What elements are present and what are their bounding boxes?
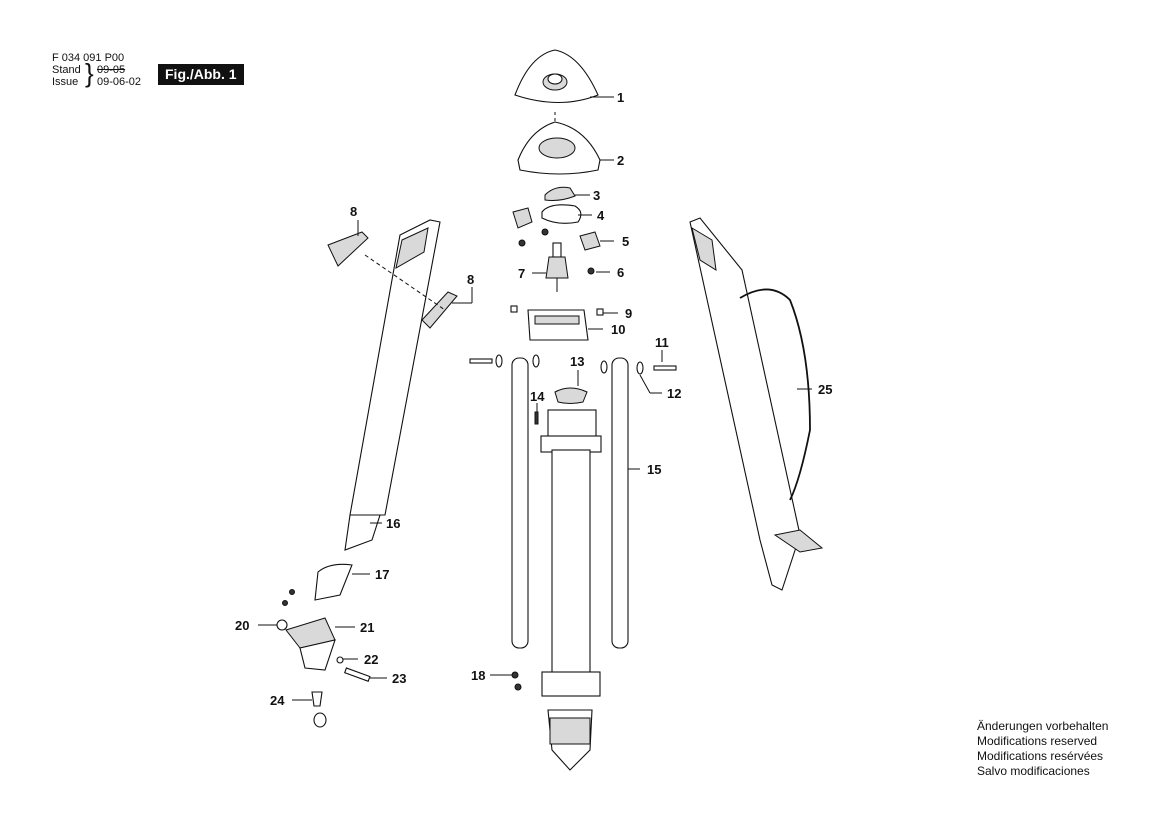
part-17-sleeve <box>314 563 353 601</box>
callout-9: 9 <box>625 306 632 321</box>
callout-numbers: 1 2 3 4 5 6 7 8 8 9 10 11 12 13 14 15 16… <box>235 90 832 708</box>
notice-line-en: Modifications reserved <box>977 734 1098 748</box>
callout-11: 11 <box>655 335 669 350</box>
part-18-screws <box>511 671 522 691</box>
callout-2: 2 <box>617 153 624 168</box>
part-3-clip <box>544 186 576 201</box>
part-22-washer <box>336 656 344 664</box>
callout-8-lower: 8 <box>467 272 474 287</box>
figure-badge: Fig./Abb. 1 <box>158 64 244 85</box>
callout-8-upper: 8 <box>350 204 357 219</box>
callout-5: 5 <box>622 234 629 249</box>
stand-label: Stand <box>52 64 81 76</box>
part-1-top-cap <box>514 49 599 104</box>
part-11-bolt <box>469 358 677 371</box>
callout-14: 14 <box>530 389 545 404</box>
callout-1: 1 <box>617 90 624 105</box>
callout-24: 24 <box>270 693 285 708</box>
callout-21: 21 <box>360 620 374 635</box>
stand-date: 09-05 <box>97 64 126 76</box>
left-leg <box>344 219 441 551</box>
part-23-bolt <box>343 667 371 682</box>
part-20-nut <box>276 619 288 631</box>
part-14-pin <box>534 411 539 425</box>
callout-13: 13 <box>570 354 584 369</box>
callout-17: 17 <box>375 567 389 582</box>
issue-date: 09-06-02 <box>97 76 142 88</box>
part-8-bracket-lower <box>421 291 458 329</box>
part-21-foot <box>285 617 336 671</box>
part-9-nut-left <box>510 305 518 313</box>
callout-12: 12 <box>667 386 681 401</box>
leader-lines <box>258 96 812 701</box>
callout-16: 16 <box>386 516 400 531</box>
callout-22: 22 <box>364 652 378 667</box>
issue-label: Issue <box>52 76 79 88</box>
part-8-bracket-upper <box>327 231 369 267</box>
callout-4: 4 <box>597 208 605 223</box>
part-12-washers <box>495 354 644 375</box>
callout-23: 23 <box>392 671 406 686</box>
part-25-cord <box>739 288 811 501</box>
right-leg <box>689 217 824 591</box>
notice-line-es: Salvo modificaciones <box>977 764 1090 778</box>
part-15-rods <box>511 357 629 649</box>
part-13-wedge <box>554 387 588 404</box>
brace-glyph: } <box>85 58 94 88</box>
part-5-clamp-left <box>512 207 533 229</box>
notice-line-de: Änderungen vorbehalten <box>977 719 1109 733</box>
callout-25: 25 <box>818 382 832 397</box>
notice-line-fr: Modifications resérvées <box>977 749 1104 763</box>
document-number: F 034 091 P00 <box>52 52 125 64</box>
center-leg <box>540 409 602 771</box>
callout-18: 18 <box>471 668 485 683</box>
callout-3: 3 <box>593 188 600 203</box>
part-7-spindle <box>545 242 569 292</box>
part-10-leg-head-block <box>527 309 589 341</box>
small-screws-left <box>282 589 295 606</box>
callout-15: 15 <box>647 462 661 477</box>
part-6-screws <box>518 228 595 275</box>
modification-notice: Änderungen vorbehalten Modifications res… <box>977 719 1108 779</box>
callout-7: 7 <box>518 266 525 281</box>
part-9-nut-right <box>596 308 604 316</box>
part-4-pad <box>541 204 582 224</box>
callout-6: 6 <box>617 265 624 280</box>
callout-20: 20 <box>235 618 249 633</box>
part-5-clamp-right <box>579 231 601 251</box>
part-2-head-plate <box>517 121 601 175</box>
callout-10: 10 <box>611 322 625 337</box>
part-24-spike <box>311 691 327 728</box>
